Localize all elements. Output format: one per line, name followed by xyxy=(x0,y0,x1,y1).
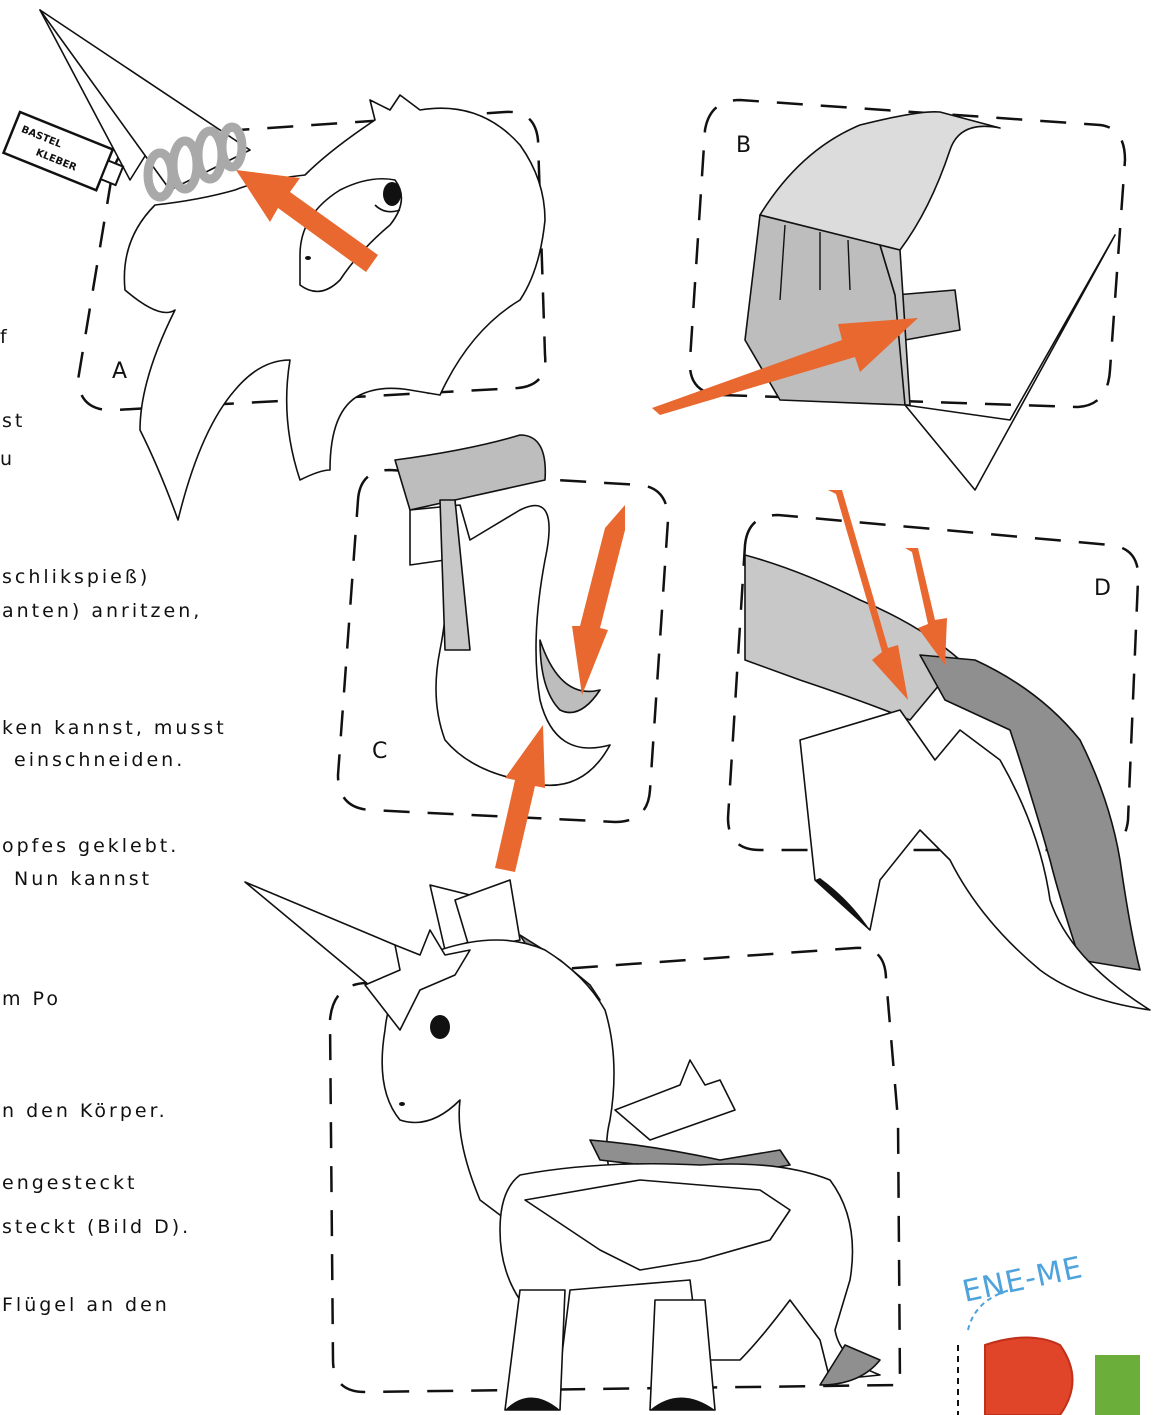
panel-b: B xyxy=(652,100,1125,490)
logo-text: ENE-ME xyxy=(959,1250,1086,1310)
panel-a: A BASTEL KLEBER xyxy=(4,10,546,520)
arrow-icon xyxy=(572,505,625,695)
logo-letter-red xyxy=(985,1338,1073,1415)
panel-final xyxy=(245,880,900,1410)
eye-final xyxy=(430,1015,450,1039)
panel-c: C xyxy=(338,435,668,872)
leg-front-left xyxy=(505,1290,565,1410)
tail-top-c xyxy=(395,435,545,510)
eye-a xyxy=(383,182,401,206)
wing-top-final xyxy=(615,1060,735,1140)
panel-b-label: B xyxy=(736,133,751,158)
panel-d-label: D xyxy=(1094,576,1111,601)
horn-final xyxy=(245,882,405,990)
mane-side-b xyxy=(905,235,1115,490)
logo-letter-green xyxy=(1095,1355,1140,1415)
panel-c-label: C xyxy=(372,739,387,764)
panel-a-label: A xyxy=(112,359,127,384)
panel-d: D xyxy=(728,490,1150,1010)
leg-front-right xyxy=(650,1300,715,1410)
ene-logo: ENE-ME xyxy=(958,1250,1140,1415)
